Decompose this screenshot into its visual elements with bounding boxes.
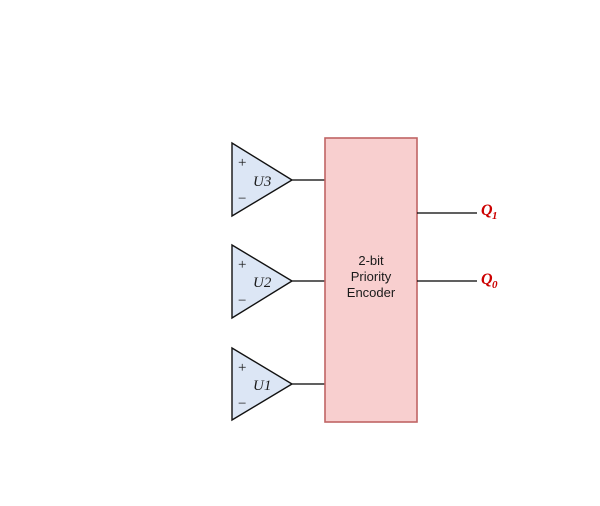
output-label-q1: Q 1 <box>481 202 498 222</box>
output-wires <box>417 212 477 282</box>
comparator-u3: + − U3 <box>231 141 294 218</box>
comparator-u2-minus-sign: − <box>238 293 246 309</box>
output-label-q1-base: Q <box>481 202 493 219</box>
comparator-u2-body <box>231 243 294 320</box>
comparator-u3-label: U3 <box>253 174 271 190</box>
output-label-q0: Q 0 <box>481 271 498 291</box>
comparator-u3-body <box>231 141 294 218</box>
output-label-q1-subscript: 1 <box>492 210 498 222</box>
output-label-q0-subscript: 0 <box>492 279 498 291</box>
comparator-u2: + − U2 <box>231 243 294 320</box>
encoder-block: 2-bit Priority Encoder <box>324 137 418 423</box>
comparator-u1-minus-sign: − <box>238 396 246 412</box>
comparator-u1-plus-sign: + <box>238 360 246 376</box>
comparator-u3-plus-sign: + <box>238 155 246 171</box>
encoder-block-body <box>324 137 418 423</box>
encoder-block-line-2: Priority <box>351 269 392 284</box>
comparator-u3-minus-sign: − <box>238 191 246 207</box>
encoder-block-line-1: 2-bit <box>358 253 384 268</box>
input-wires <box>292 179 325 385</box>
encoder-block-line-3: Encoder <box>347 285 396 300</box>
comparator-u1-body <box>231 346 294 422</box>
comparator-u2-label: U2 <box>253 275 272 291</box>
comparator-u1-label: U1 <box>253 378 271 394</box>
comparator-u2-plus-sign: + <box>238 257 246 273</box>
comparator-u1: + − U1 <box>231 346 294 422</box>
output-label-q0-base: Q <box>481 271 493 288</box>
